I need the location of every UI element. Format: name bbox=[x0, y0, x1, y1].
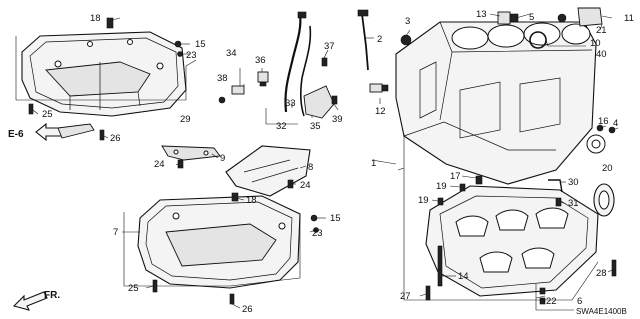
callout-15-lower: 15 bbox=[330, 213, 341, 224]
dowel-19-top bbox=[459, 183, 466, 192]
bolt-25-upper bbox=[28, 103, 34, 115]
callout-labels: 1 2 3 4 5 6 7 8 9 10 11 12 13 14 15 15 1… bbox=[8, 9, 634, 316]
callout-25-lower: 25 bbox=[128, 283, 139, 294]
drain-bolt-lower bbox=[231, 192, 239, 202]
callout-2: 2 bbox=[377, 34, 382, 45]
bolt-14 bbox=[437, 245, 443, 287]
dipstick-tube bbox=[284, 11, 312, 117]
callout-29: 29 bbox=[180, 114, 191, 125]
callout-32: 32 bbox=[276, 121, 287, 132]
bolt-25-lower bbox=[152, 279, 158, 293]
cylinder-block bbox=[395, 21, 606, 185]
bolt-28 bbox=[611, 259, 617, 277]
callout-19-left: 19 bbox=[418, 195, 429, 206]
callout-19-top: 19 bbox=[436, 181, 447, 192]
callout-30: 30 bbox=[568, 177, 579, 188]
bolt-26-lower bbox=[229, 293, 235, 305]
bolt-39 bbox=[331, 95, 338, 105]
bolt-24-left bbox=[177, 159, 184, 169]
callout-14: 14 bbox=[458, 271, 469, 282]
bolt-31 bbox=[555, 197, 562, 207]
callout-37: 37 bbox=[324, 41, 335, 52]
callout-26-lower: 26 bbox=[242, 304, 253, 315]
washer-22 bbox=[539, 287, 546, 305]
dipstick bbox=[357, 9, 369, 71]
callout-21: 21 bbox=[596, 25, 607, 36]
callout-3: 3 bbox=[405, 16, 410, 27]
knock-sensor bbox=[257, 71, 269, 87]
callout-12: 12 bbox=[375, 106, 386, 117]
lower-block bbox=[425, 185, 599, 297]
bolt-37 bbox=[321, 57, 328, 67]
callout-1: 1 bbox=[371, 158, 376, 169]
drain-bolt-upper bbox=[106, 17, 114, 29]
callout-15-upper: 15 bbox=[195, 39, 206, 50]
callout-17: 17 bbox=[450, 171, 461, 182]
callout-10: 10 bbox=[590, 38, 601, 49]
lower-oil-pan bbox=[137, 195, 301, 289]
callout-24-left: 24 bbox=[154, 159, 165, 170]
oil-filter-bolt bbox=[497, 11, 519, 25]
catalog-code: SWA4E1400B bbox=[576, 307, 627, 316]
dowel-17 bbox=[475, 175, 483, 185]
upper-oil-pan bbox=[21, 31, 187, 117]
callout-35: 35 bbox=[310, 121, 321, 132]
oil-seal-rear bbox=[593, 183, 615, 217]
callout-9: 9 bbox=[220, 153, 225, 164]
callout-7: 7 bbox=[113, 227, 118, 238]
ref-arrow-e6 bbox=[35, 122, 63, 142]
callout-11: 11 bbox=[624, 13, 634, 24]
callout-4: 4 bbox=[613, 118, 618, 129]
callout-23-lower: 23 bbox=[312, 228, 323, 239]
callout-24-right: 24 bbox=[300, 180, 311, 191]
callout-33: 33 bbox=[285, 98, 296, 109]
callout-27: 27 bbox=[400, 291, 411, 302]
callout-13: 13 bbox=[476, 9, 487, 20]
callout-6: 6 bbox=[577, 296, 582, 307]
callout-25-upper: 25 bbox=[42, 109, 53, 120]
callout-31: 31 bbox=[568, 198, 579, 209]
stiffener-bracket bbox=[161, 145, 221, 161]
breather-pipe bbox=[303, 85, 335, 119]
front-direction-arrow bbox=[12, 291, 48, 311]
callout-22: 22 bbox=[546, 296, 557, 307]
callout-38: 38 bbox=[217, 73, 228, 84]
callout-18-lower: 18 bbox=[246, 195, 257, 206]
front-direction-label: FR. bbox=[44, 290, 60, 301]
oil-pressure-switch bbox=[218, 85, 245, 104]
bolt-27 bbox=[425, 285, 431, 301]
callout-40: 40 bbox=[596, 49, 607, 60]
water-jacket-plug bbox=[400, 34, 412, 46]
callout-39: 39 bbox=[332, 114, 343, 125]
callout-18-upper: 18 bbox=[90, 13, 101, 24]
baffle-plate bbox=[225, 145, 311, 197]
callout-5: 5 bbox=[529, 12, 534, 23]
oil-jet-fitting-lower bbox=[310, 214, 319, 233]
callout-28: 28 bbox=[596, 268, 607, 279]
oil-jet-30 bbox=[548, 179, 563, 193]
temperature-sensor bbox=[369, 83, 389, 93]
callout-34: 34 bbox=[226, 48, 237, 59]
callout-23-upper: 23 bbox=[186, 50, 197, 61]
dowel-19-left bbox=[437, 197, 444, 206]
leader-lines bbox=[32, 13, 619, 309]
callout-16: 16 bbox=[598, 116, 609, 127]
callout-20: 20 bbox=[602, 163, 613, 174]
reference-e6-label: E-6 bbox=[8, 129, 24, 140]
oil-filter-base bbox=[557, 7, 603, 27]
callout-36: 36 bbox=[255, 55, 266, 66]
callout-26-upper: 26 bbox=[110, 133, 121, 144]
bolt-26-upper bbox=[99, 129, 105, 141]
callout-8: 8 bbox=[308, 162, 313, 173]
crank-sensor-bracket bbox=[57, 123, 95, 139]
